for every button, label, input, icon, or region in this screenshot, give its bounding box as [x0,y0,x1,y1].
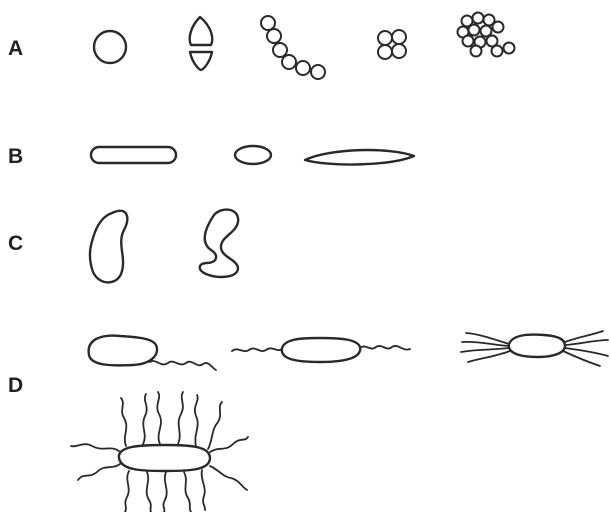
peritrichous-icon [71,392,248,512]
row-label-d: D [8,374,23,397]
amphitrichous-icon [232,338,410,362]
staphylococci-icon [458,13,515,57]
row-label-a: A [8,37,23,60]
monotrichous-icon [89,336,216,370]
row-label-c: C [8,232,23,255]
fusiform-bacillus-icon [305,150,414,165]
diplococcus-icon [190,17,213,70]
tetrad-icon [378,30,406,59]
lophotrichous-icon [461,331,608,366]
bacillus-icon [91,147,176,163]
streptococci-icon [261,16,325,79]
spirillum-icon [200,210,238,277]
row-label-b: B [8,145,23,168]
vibrio-icon [90,211,127,283]
coccobacillus-icon [235,146,271,164]
coccus-icon [94,31,126,63]
